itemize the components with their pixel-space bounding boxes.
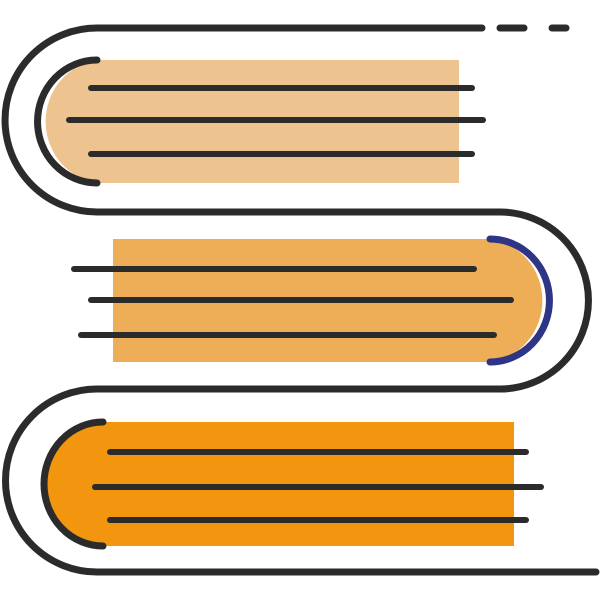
book-bottom-cover-outline [2, 385, 600, 576]
book-top-cover-outline [1, 24, 504, 216]
book-bottom-inner-curve [44, 422, 104, 546]
book-bottom-inner-spine [40, 418, 107, 550]
book-middle-inner-curve [490, 239, 543, 362]
book-middle-cover-outline [93, 208, 592, 393]
book-top-inner-spine [34, 56, 101, 187]
book-bottom [2, 385, 600, 576]
book-middle-inner-spine [486, 235, 553, 366]
book-middle [71, 208, 592, 393]
book-top [1, 24, 570, 216]
